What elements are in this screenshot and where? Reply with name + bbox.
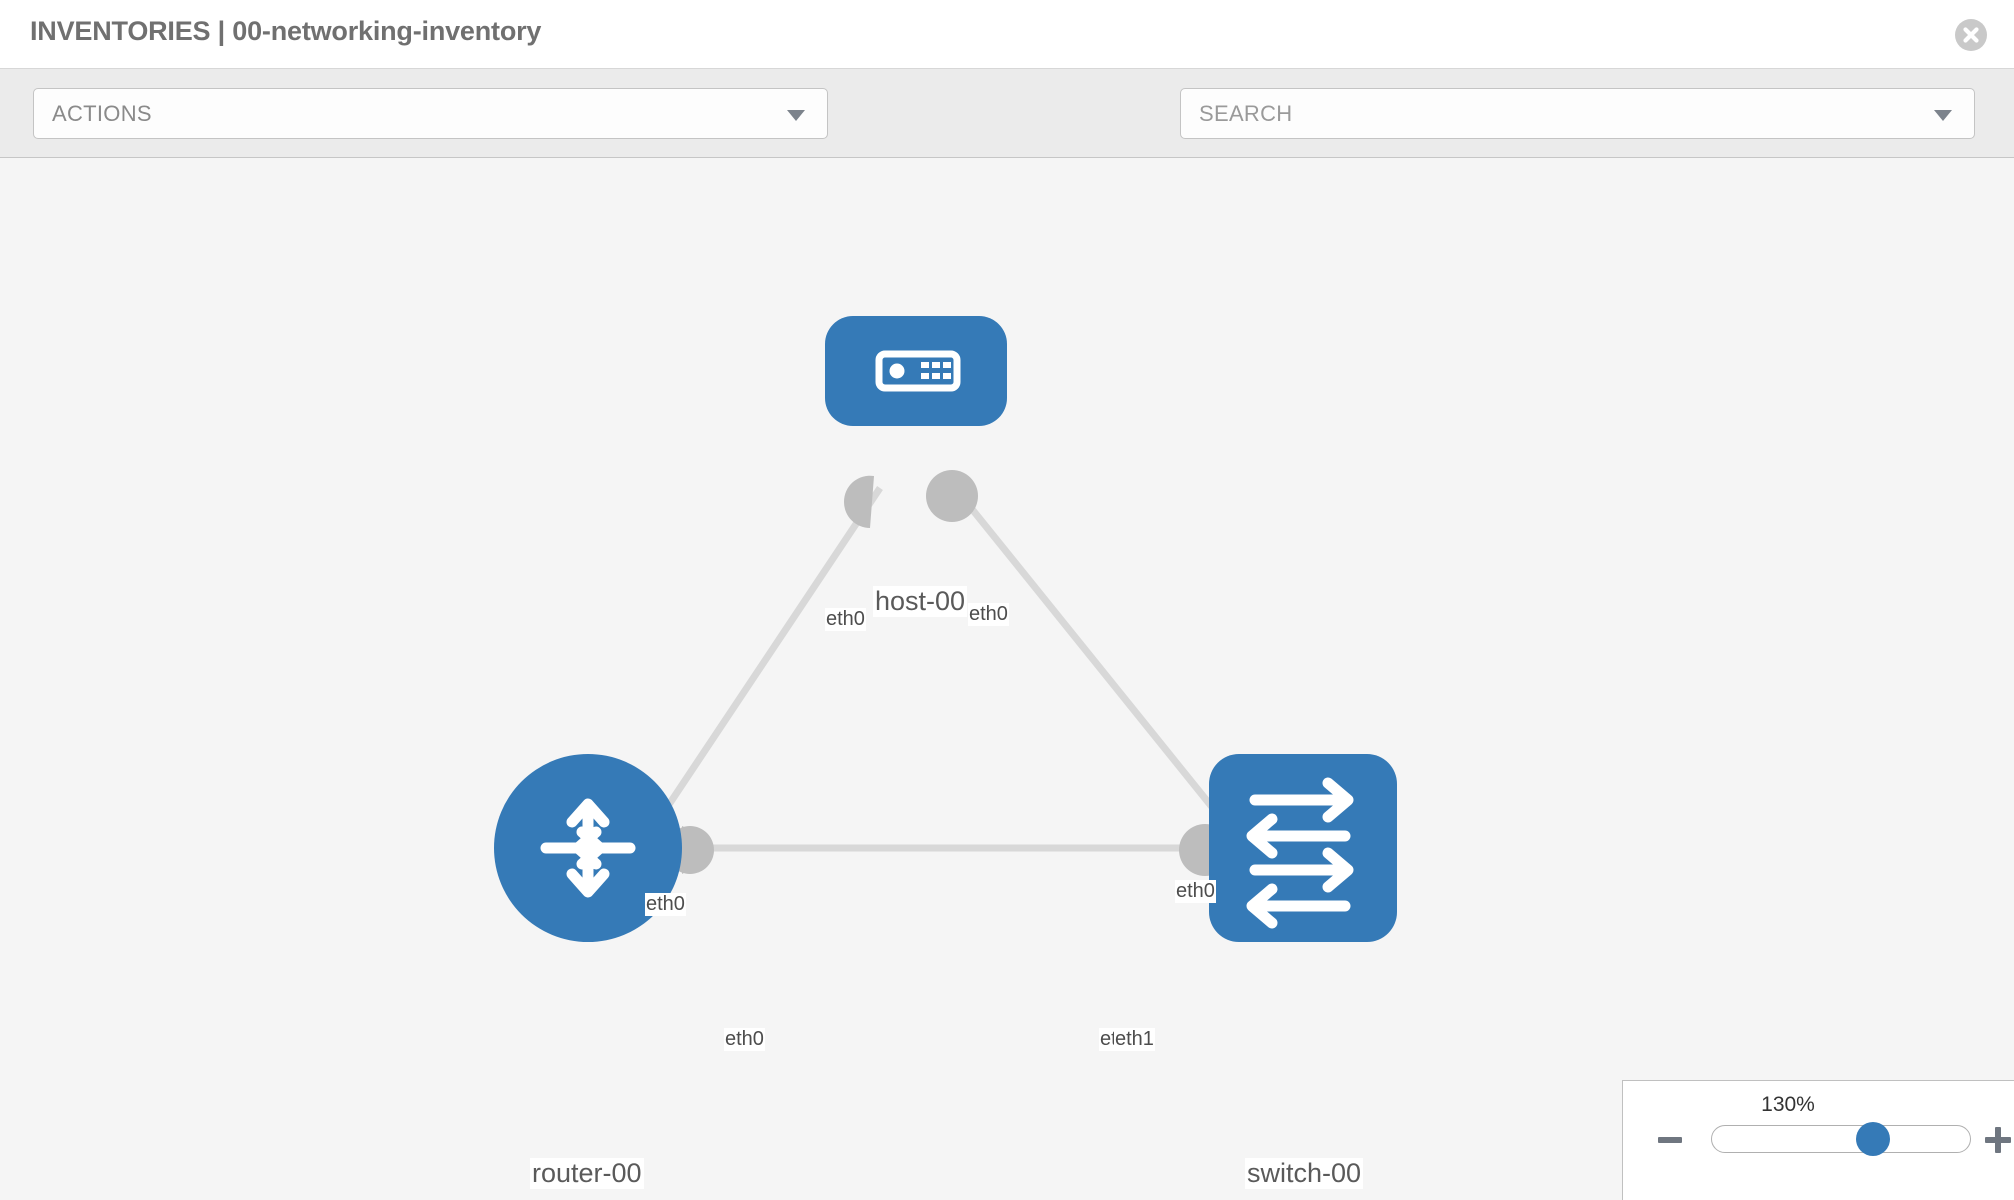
iface-label-switch-up: eth0 [1175,880,1216,903]
socket-host-right[interactable] [926,470,978,522]
node-label-host-00[interactable]: host-00 [873,586,968,617]
iface-label-router-right: eth0 [724,1028,765,1051]
toolbar: ACTIONS SEARCH [0,69,2014,198]
link-host-router [637,486,883,850]
node-host-00[interactable] [825,316,1007,426]
iface-label-host-right: eth0 [968,603,1009,626]
iface-label-router-up: eth0 [645,893,686,916]
iface-label-host-left: eth0 [825,608,866,631]
close-icon[interactable] [1954,18,1988,52]
actions-dropdown-label: ACTIONS [52,101,152,126]
node-router-00[interactable] [494,754,682,942]
socket-host-left[interactable] [843,475,874,528]
link-host-switch [952,485,1248,851]
actions-dropdown[interactable]: ACTIONS [33,88,828,139]
zoom-slider[interactable] [1711,1122,1971,1156]
zoom-in-icon[interactable] [1995,1127,2001,1153]
zoom-slider-thumb[interactable] [1856,1122,1891,1156]
node-switch-00[interactable] [1209,754,1397,942]
search-placeholder: SEARCH [1199,101,1293,126]
iface-label-switch-left: eth1 [1114,1028,1155,1051]
zoom-level-value: 130% [1761,1093,1815,1116]
chevron-down-icon[interactable] [1934,110,1952,121]
topology-graph [494,316,1397,942]
zoom-control-panel: 130% [1622,1080,2014,1200]
node-label-router-00[interactable]: router-00 [530,1158,644,1189]
node-label-switch-00[interactable]: switch-00 [1245,1158,1364,1189]
page-header: INVENTORIES | 00-networking-inventory [0,0,2014,69]
zoom-out-button[interactable] [1658,1137,1682,1143]
search-input[interactable]: SEARCH [1180,88,1975,139]
chevron-down-icon [787,110,805,121]
topology-canvas[interactable]: host-00 router-00 switch-00 eth0 eth0 et… [0,158,2014,1200]
page-title: INVENTORIES | 00-networking-inventory [30,16,542,46]
